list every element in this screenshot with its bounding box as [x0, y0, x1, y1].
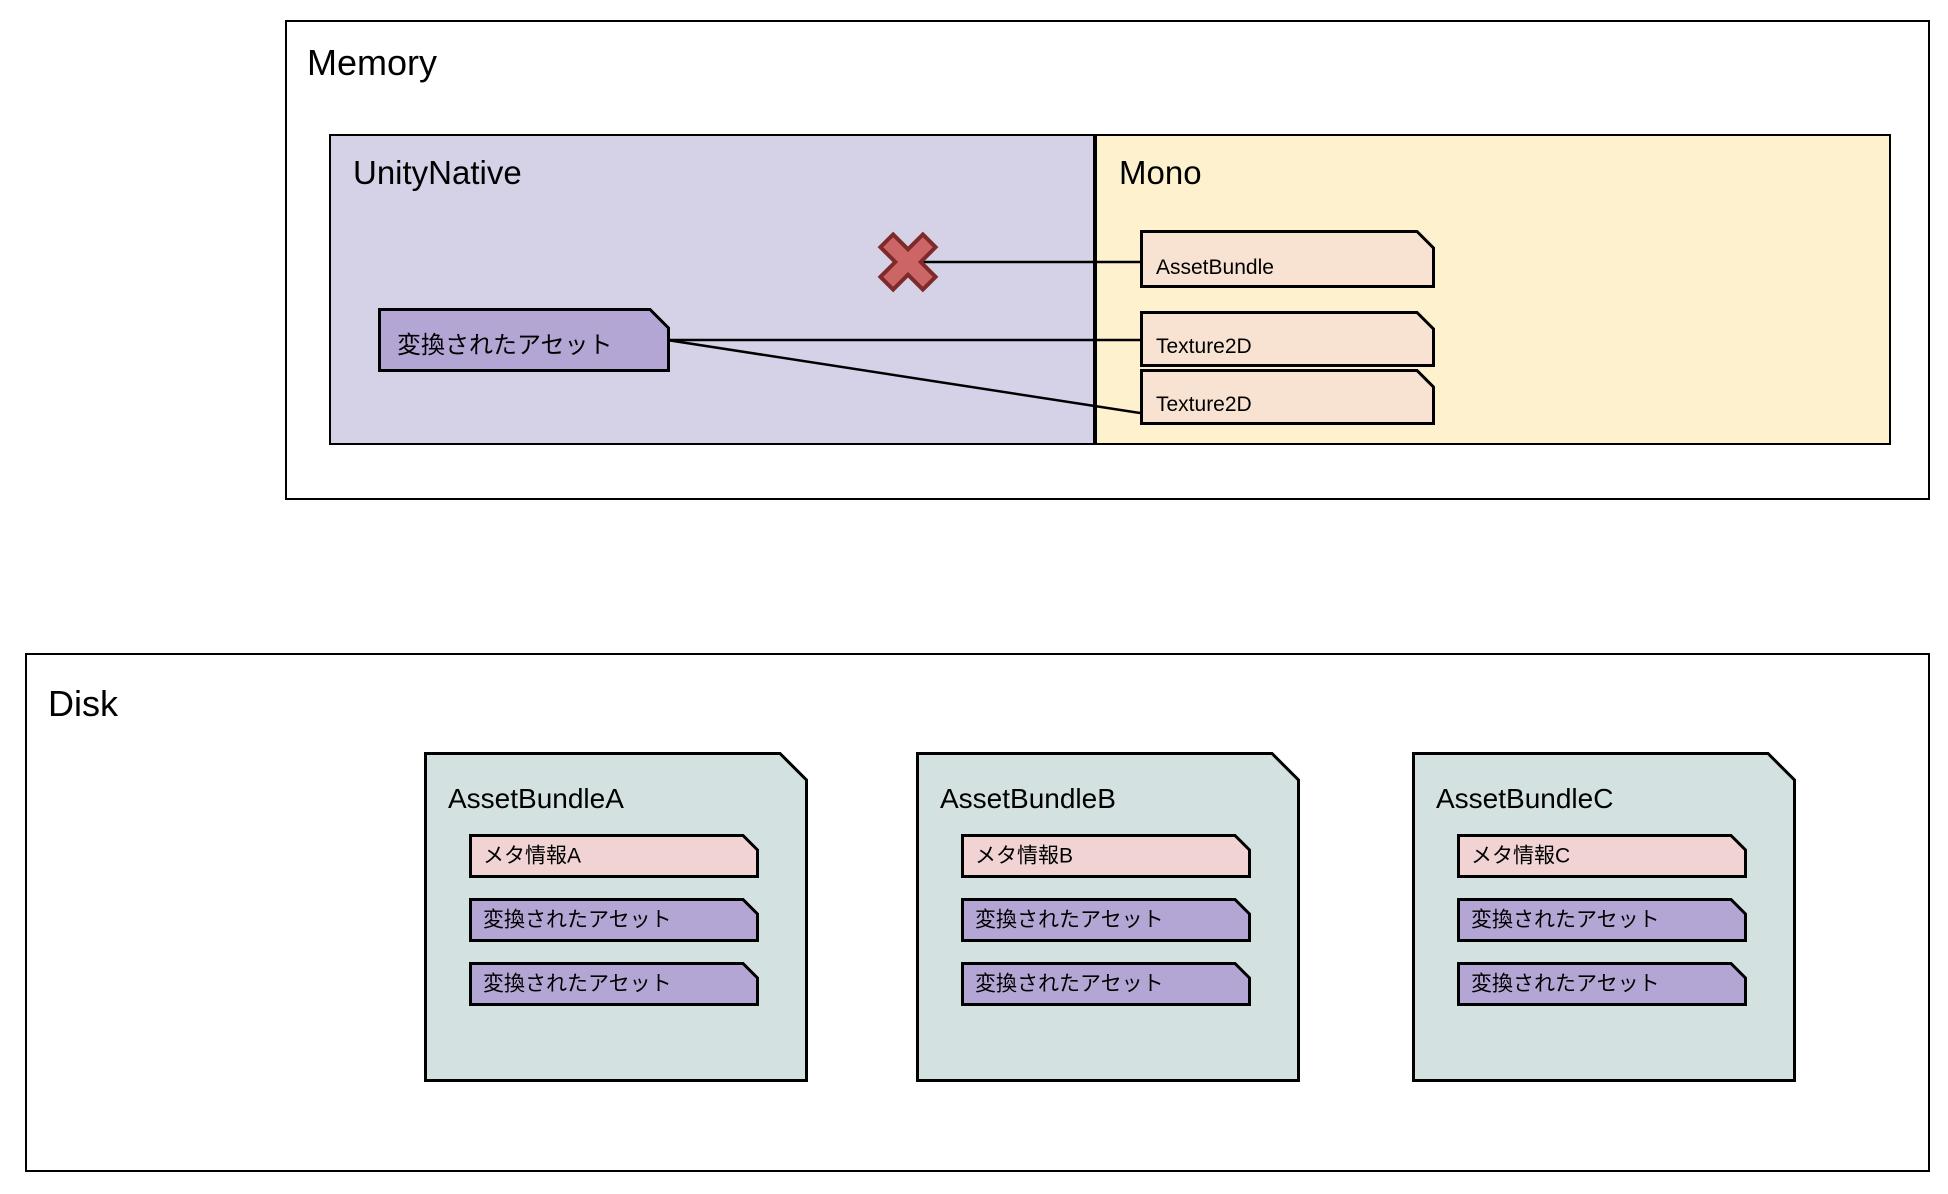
connector-native-to-texture2d-2 — [666, 338, 1141, 415]
note-shape — [469, 898, 759, 942]
bundle-card-rows: メタ情報B 変換されたアセット 変換されたアセット — [961, 834, 1251, 1006]
bundle-card-0[interactable]: AssetBundleA メタ情報A 変換されたアセット 変換されたアセット — [424, 752, 808, 1082]
note-shape — [1457, 834, 1747, 878]
note-shape — [961, 834, 1251, 878]
bundle-row-asset[interactable]: 変換されたアセット — [1457, 962, 1747, 1006]
mono-title: Mono — [1119, 154, 1202, 191]
bundle-card-2[interactable]: AssetBundleC メタ情報C 変換されたアセット 変換されたアセット — [1412, 752, 1796, 1082]
disk-title: Disk — [48, 683, 118, 724]
bundle-row-asset[interactable]: 変換されたアセット — [961, 898, 1251, 942]
bundle-card-rows: メタ情報A 変換されたアセット 変換されたアセット — [469, 834, 759, 1006]
mono-item-0[interactable]: AssetBundle — [1140, 230, 1435, 288]
bundle-card-1[interactable]: AssetBundleB メタ情報B 変換されたアセット 変換されたアセット — [916, 752, 1300, 1082]
bundle-row-asset[interactable]: 変換されたアセット — [1457, 898, 1747, 942]
bundle-row-asset[interactable]: 変換されたアセット — [469, 898, 759, 942]
unitynative-region: UnityNative — [329, 134, 1095, 445]
note-shape — [469, 962, 759, 1006]
note-shape — [469, 834, 759, 878]
unitynative-title: UnityNative — [353, 154, 522, 191]
note-shape — [1140, 230, 1435, 288]
bundle-row-asset[interactable]: 変換されたアセット — [961, 962, 1251, 1006]
note-shape — [1140, 311, 1435, 367]
note-shape — [1140, 369, 1435, 425]
note-shape — [1457, 962, 1747, 1006]
mono-item-2[interactable]: Texture2D — [1140, 369, 1435, 425]
mono-item-1[interactable]: Texture2D — [1140, 311, 1435, 367]
bundle-row-meta[interactable]: メタ情報B — [961, 834, 1251, 878]
bundle-row-meta[interactable]: メタ情報A — [469, 834, 759, 878]
bundle-row-meta[interactable]: メタ情報C — [1457, 834, 1747, 878]
note-shape — [961, 898, 1251, 942]
bundle-row-asset[interactable]: 変換されたアセット — [469, 962, 759, 1006]
note-shape — [1457, 898, 1747, 942]
memory-title: Memory — [307, 42, 438, 83]
note-shape — [961, 962, 1251, 1006]
note-shape — [378, 308, 670, 372]
broken-link-x-icon — [877, 231, 939, 293]
bundle-card-rows: メタ情報C 変換されたアセット 変換されたアセット — [1457, 834, 1747, 1006]
